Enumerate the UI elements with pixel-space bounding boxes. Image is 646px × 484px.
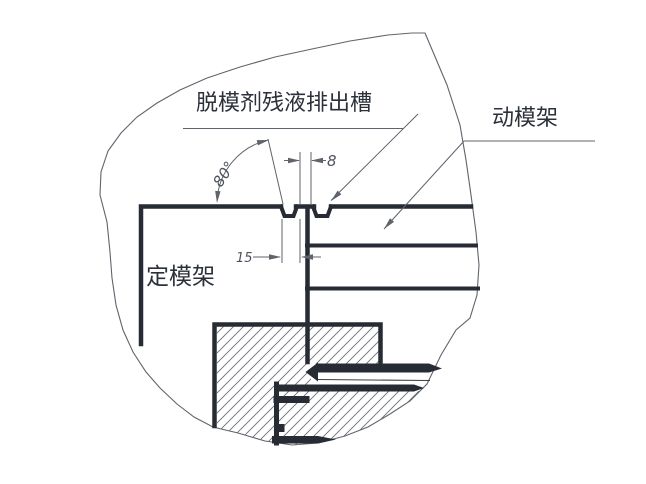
release-groove-label: 脱模剂残液排出槽	[196, 91, 372, 116]
leader-movable-mold: 动模架	[381, 106, 595, 231]
dim-arrow-left	[288, 157, 300, 164]
groove-left	[278, 203, 300, 218]
angle-extension-line	[267, 138, 284, 205]
dimension-groove-offset: 15	[236, 219, 321, 266]
angle-value: 80°	[209, 158, 239, 190]
angle-arrow-bottom	[214, 190, 221, 204]
leader-release-groove: 脱模剂残液排出槽	[183, 91, 419, 203]
mold-outlines	[138, 203, 480, 446]
dimension-angle: 80°	[209, 137, 284, 205]
callout-leader-line	[383, 140, 465, 230]
dim-arrow-right	[311, 157, 323, 164]
runner-bar-lower	[277, 384, 424, 392]
dimension-groove-width: 8	[284, 152, 337, 205]
insert-border	[212, 322, 383, 429]
callout-leader-line	[330, 113, 419, 201]
groove-right	[310, 203, 334, 218]
angle-arrow-top	[256, 137, 270, 146]
gate-detail	[272, 362, 442, 444]
groove-offset-value: 15	[236, 251, 253, 266]
groove-width-value: 8	[327, 152, 337, 170]
runner-bar-upper	[317, 363, 442, 373]
fixed-mold-outline	[138, 204, 284, 347]
gate-notch-triangle	[305, 362, 318, 382]
movable-mold-label: 动模架	[492, 106, 558, 131]
fixed-mold-label: 定模架	[146, 264, 215, 290]
break-boundary-outline	[99, 32, 480, 446]
dim-arrow-left	[269, 254, 281, 260]
step-bump	[277, 424, 285, 432]
bottom-bar	[272, 436, 336, 444]
runner-mid-line	[317, 379, 431, 381]
